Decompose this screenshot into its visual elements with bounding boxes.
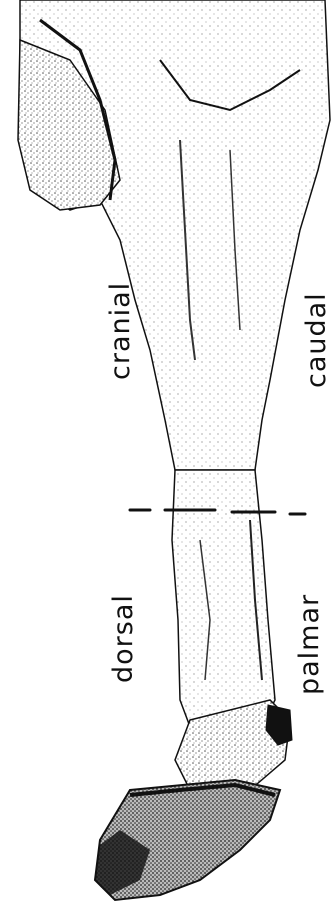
label-dorsal: dorsal xyxy=(108,594,139,683)
label-caudal: caudal xyxy=(301,292,332,388)
label-palmar: palmar xyxy=(294,594,325,695)
label-cranial: cranial xyxy=(105,282,136,380)
